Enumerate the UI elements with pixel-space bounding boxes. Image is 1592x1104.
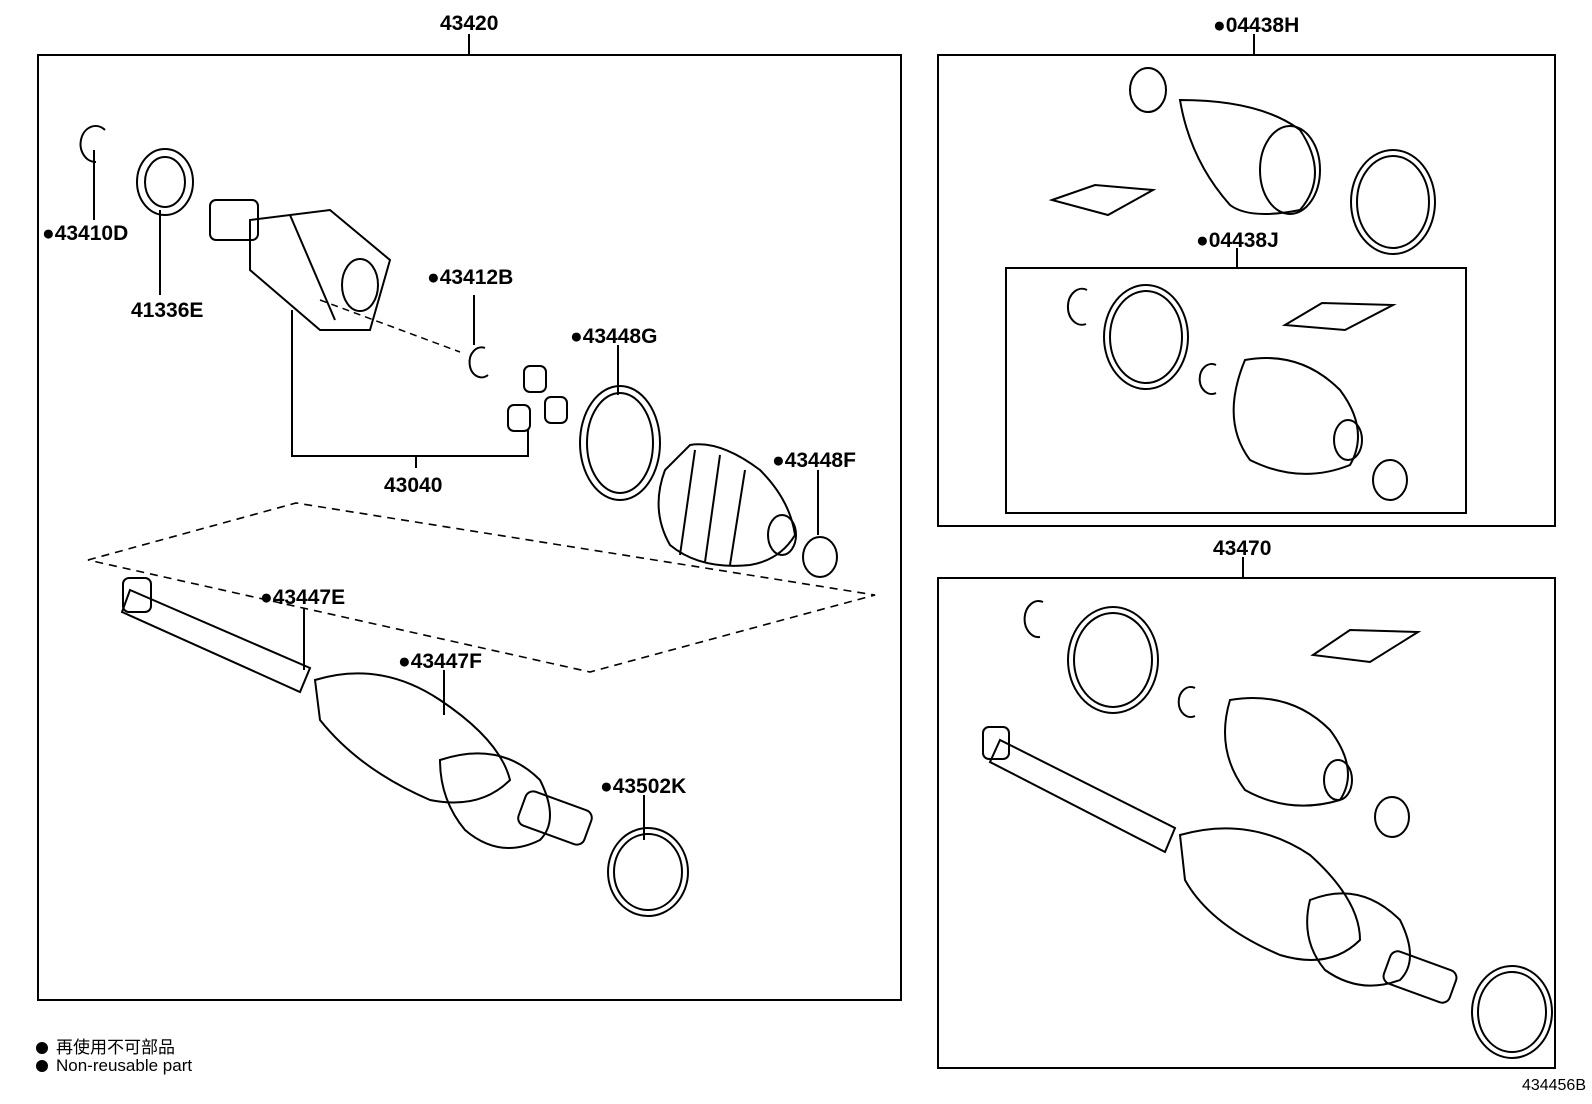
kit-clamp-large-icon [1350,149,1436,255]
inner-grease-pack-icon [1281,301,1397,332]
kit-boot-outer-icon [1178,98,1316,215]
label-43470[interactable]: 43470 [1213,537,1271,560]
label-43040[interactable]: 43040 [384,474,442,497]
main-assembly-box [37,54,902,1001]
o-ring-icon [607,827,689,917]
label-43412b[interactable]: ●43412B [427,266,513,289]
inboard-boot-icon [657,443,797,567]
boot-clamp-small-icon [802,536,838,578]
label-43420[interactable]: 43420 [440,12,498,35]
inner-boot-icon [1232,357,1359,475]
label-41336e[interactable]: 41336E [131,299,203,322]
illustration-code: 434456B [1521,1077,1586,1094]
rh-snap-ring-icon [1023,600,1044,639]
drive-shaft-icon [120,577,593,849]
rh-assembly-box [937,577,1556,1069]
label-43448g[interactable]: ●43448G [570,325,657,348]
rh-o-ring-icon [1471,965,1553,1059]
label-43447e[interactable]: ●43447E [260,586,345,609]
boot-kit-outer-box [937,54,1556,527]
rh-drive-shaft-icon [982,726,1458,1004]
inner-clamp-large-icon [1103,284,1189,390]
label-43447f[interactable]: ●43447F [398,650,482,673]
tripod-icon [507,365,568,432]
rh-boot-icon [1224,697,1349,807]
snap-ring-icon [79,125,106,164]
kit-clamp-small-icon [1129,67,1167,113]
grease-pack-icon [1048,183,1157,217]
inboard-housing-icon [209,199,392,331]
legend-jp: 再使用不可部品 [36,1033,175,1058]
legend-en: Non-reusable part [36,1056,192,1076]
rh-grease-pack-icon [1310,628,1422,664]
label-04438j[interactable]: ●04438J [1196,229,1279,252]
dust-seal-icon [136,148,194,216]
rh-clamp-small-icon [1374,796,1410,838]
label-43410d[interactable]: ●43410D [42,222,128,245]
inner-clamp-small-icon [1372,459,1408,501]
inner-snap-ring-b-icon [1198,363,1217,395]
bullet-icon [36,1060,48,1072]
rh-snap-ring-b-icon [1177,686,1196,718]
label-43502k[interactable]: ●43502K [600,775,686,798]
boot-clamp-large-icon [579,385,661,501]
snap-ring-b-icon [468,346,489,379]
label-43448f[interactable]: ●43448F [772,449,856,472]
rh-clamp-large-icon [1067,606,1159,714]
bullet-icon [36,1042,48,1054]
label-04438h[interactable]: ●04438H [1213,14,1299,37]
inner-snap-ring-icon [1066,287,1088,326]
